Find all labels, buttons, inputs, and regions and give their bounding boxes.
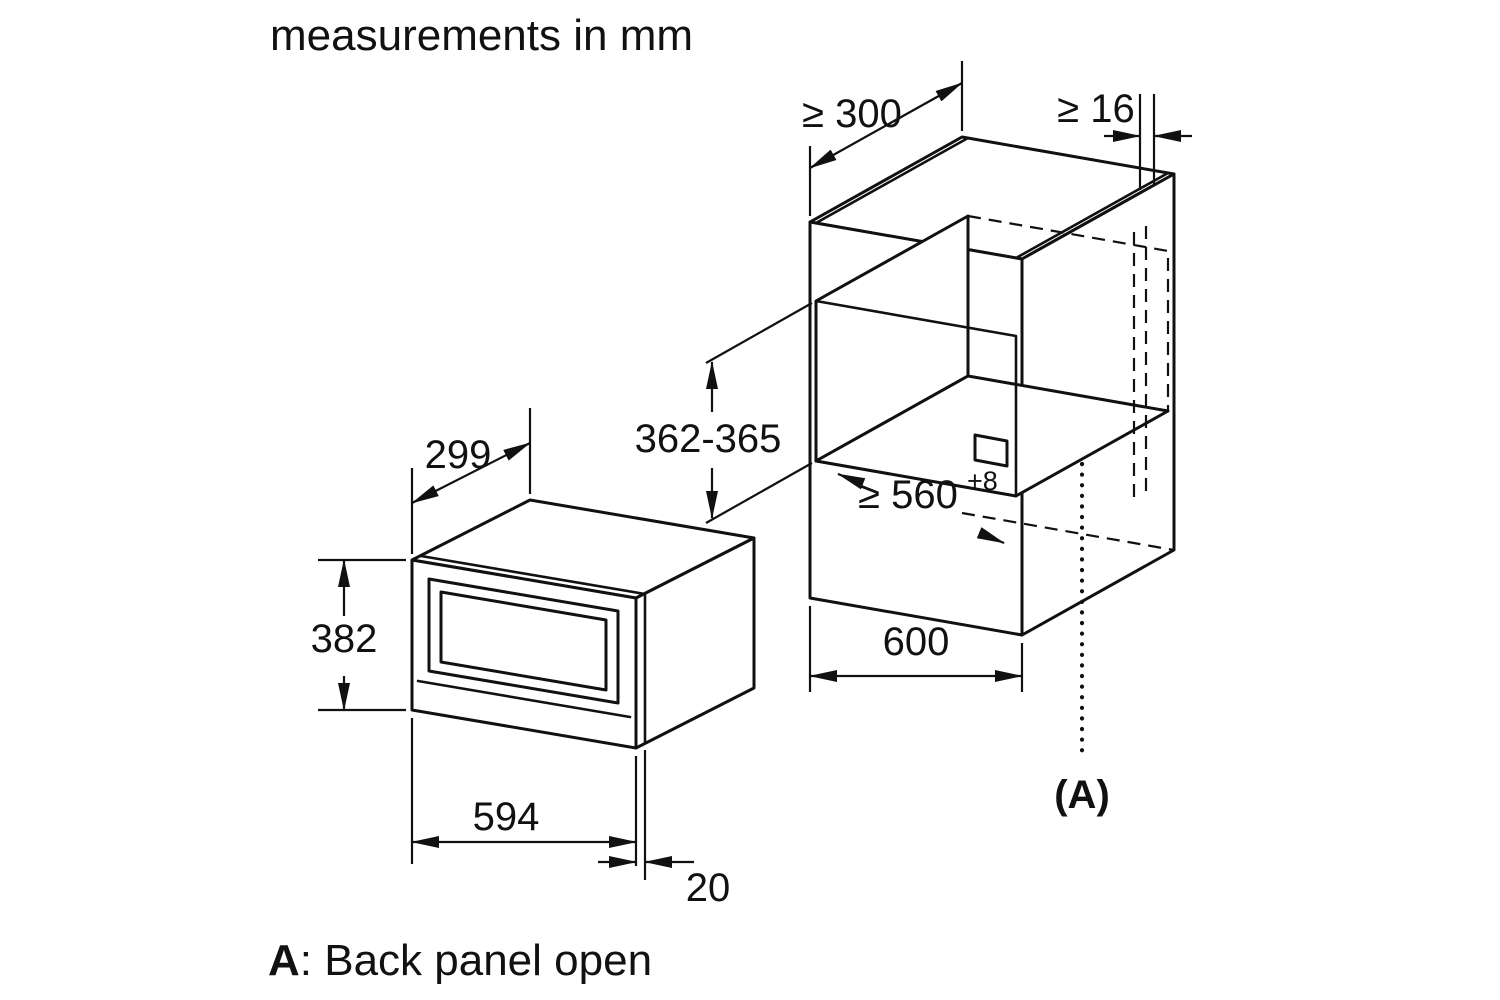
dimension-line	[809, 82, 963, 169]
dim-microwave-width: 594	[410, 718, 638, 866]
dim-label-min-depth: ≥ 300	[802, 92, 902, 136]
microwave-frame-top-edge	[419, 554, 647, 596]
dim-label-niche-height: 362-365	[635, 417, 782, 461]
dim-cabinet-min-depth: ≥ 300	[802, 61, 964, 216]
cabinet-right-panel-edge	[1014, 171, 1170, 260]
microwave-drawing	[410, 498, 756, 750]
back-panel-ref-label: (A)	[1054, 773, 1110, 817]
legend-label: : Back panel open	[300, 936, 652, 985]
dim-label-depth: 299	[425, 433, 492, 477]
dim-cabinet-width: 600	[808, 606, 1024, 692]
niche-opening	[814, 299, 1018, 498]
microwave-control-panel-seam	[416, 679, 632, 719]
dim-label-niche-width-tolerance: +8	[967, 466, 998, 496]
legend-text: A: Back panel open	[268, 936, 652, 985]
dim-niche-width: ≥ 560 +8	[837, 466, 1005, 545]
cabinet-drawing	[808, 135, 1176, 637]
dim-microwave-frame-depth: 20	[598, 750, 730, 910]
dim-niche-height: 362-365	[635, 302, 813, 524]
extension-line	[705, 302, 813, 364]
dimension-line	[411, 442, 531, 504]
dim-label-frame-depth: 20	[686, 866, 731, 910]
diagram-title: measurements in mm	[270, 11, 693, 60]
dim-microwave-depth: 299	[410, 408, 532, 554]
extension-line	[705, 462, 813, 524]
dimension-arrow	[837, 472, 866, 490]
dim-microwave-height: 382	[311, 558, 406, 712]
back-panel-reference: (A)	[1054, 461, 1110, 817]
dim-label-panel-thickness: ≥ 16	[1057, 87, 1135, 131]
dim-label-niche-width: ≥ 560	[858, 473, 958, 517]
dim-label-cabinet-width: 600	[883, 620, 950, 664]
dim-label-width: 594	[473, 795, 540, 839]
back-panel-cutout	[973, 433, 1009, 468]
cabinet-back-bottom-dashed	[961, 511, 1175, 552]
back-panel-outline-dashed	[967, 214, 1170, 413]
microwave-door-window	[439, 590, 608, 692]
legend-key: A	[268, 936, 300, 985]
dim-panel-thickness: ≥ 16	[1057, 87, 1192, 190]
dimension-arrow	[976, 527, 1005, 545]
dim-label-height: 382	[311, 617, 378, 661]
